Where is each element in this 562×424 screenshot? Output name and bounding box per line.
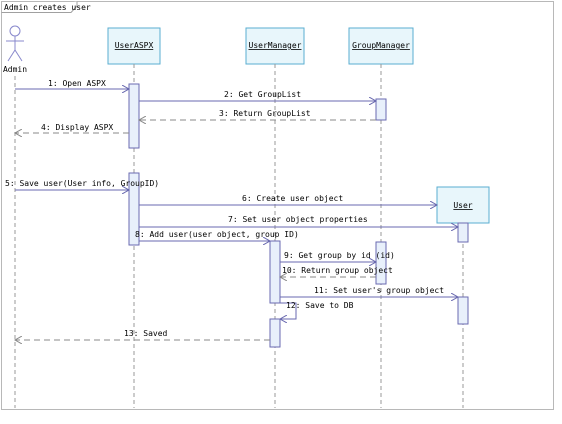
message-label-12: 12: Save to DB xyxy=(286,301,354,310)
participant-label-user-manager: UserManager xyxy=(249,41,302,50)
actor-head xyxy=(9,25,21,37)
participant-label-user-aspx: UserASPX xyxy=(115,41,154,50)
message-label-2: 2: Get GroupList xyxy=(224,90,301,99)
activation-user-manager-1 xyxy=(269,240,281,304)
activation-group-manager-1 xyxy=(375,98,387,121)
participant-label-user: User xyxy=(453,201,472,210)
activation-user-aspx-1 xyxy=(128,83,140,149)
message-label-1: 1: Open ASPX xyxy=(48,79,106,88)
actor-leg-right xyxy=(14,49,23,62)
participant-box-group-manager[interactable] xyxy=(348,27,414,65)
activation-user-1 xyxy=(457,222,469,243)
message-label-7: 7: Set user object properties xyxy=(228,215,368,224)
actor-admin[interactable] xyxy=(6,25,24,62)
message-label-4: 4: Display ASPX xyxy=(41,123,113,132)
message-label-5: 5: Save user(User info, GroupID) xyxy=(5,179,159,188)
message-label-9: 9: Get group by id (id) xyxy=(284,251,395,260)
frame-title-tab xyxy=(1,1,78,13)
message-label-13: 13: Saved xyxy=(124,329,168,338)
activation-user-manager-2 xyxy=(269,318,281,348)
activation-user-aspx-2 xyxy=(128,172,140,246)
actor-leg-left xyxy=(7,49,16,62)
participant-label-group-manager: GroupManager xyxy=(352,41,410,50)
message-label-11: 11: Set user's group object xyxy=(314,286,444,295)
message-label-3: 3: Return GroupList xyxy=(219,109,311,118)
actor-label: Admin xyxy=(3,65,27,74)
message-label-8: 8: Add user(user object, group ID) xyxy=(135,230,299,239)
activation-user-2 xyxy=(457,296,469,325)
participant-box-user-manager[interactable] xyxy=(245,27,305,65)
activation-group-manager-2 xyxy=(375,241,387,285)
frame-title: Admin creates user xyxy=(4,3,91,12)
message-label-10: 10: Return group object xyxy=(282,266,393,275)
message-label-6: 6: Create user object xyxy=(242,194,343,203)
diagram-frame xyxy=(1,1,554,410)
message-arrow-12 xyxy=(280,302,297,319)
